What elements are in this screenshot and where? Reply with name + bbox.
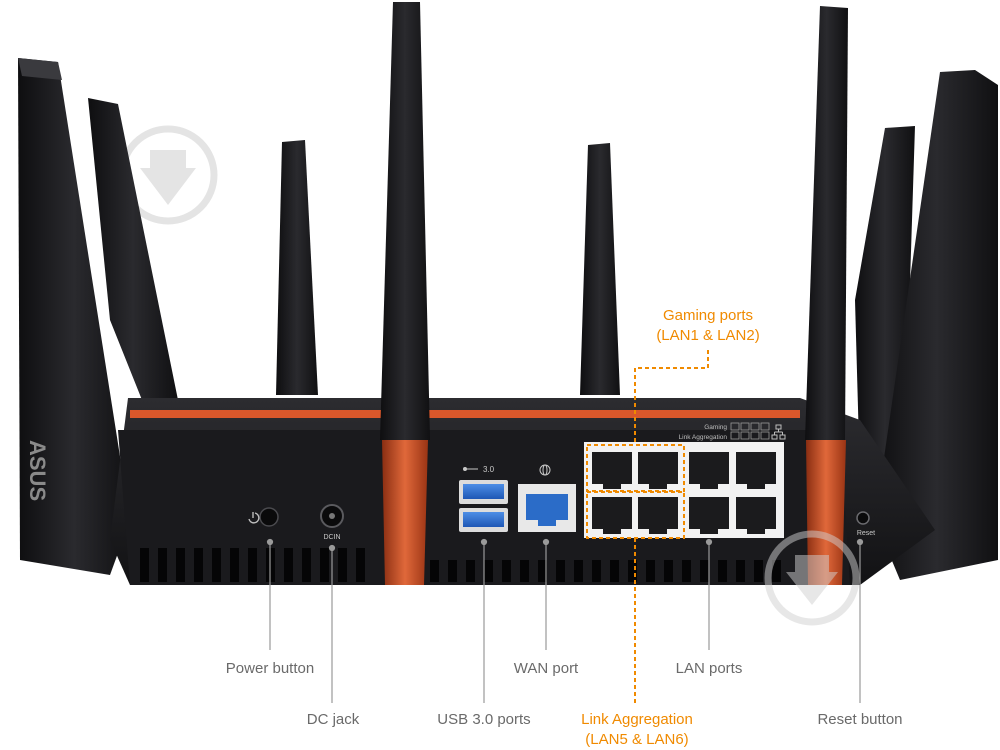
gaming-ports-highlight (586, 444, 685, 492)
antenna-left-inner (88, 98, 178, 420)
copper-stripe (130, 410, 800, 418)
dc-jack-label: DC jack (306, 711, 360, 728)
wan-port[interactable] (518, 484, 576, 532)
accent-leader-lines (634, 350, 709, 705)
link-aggregation-label-line2: (LAN5 & LAN6) (585, 731, 689, 748)
dc-jack[interactable] (320, 504, 344, 528)
antenna-center-left (380, 2, 430, 440)
lan-port-7[interactable] (689, 497, 729, 534)
link-aggregation-label: Link Aggregation (LAN5 & LAN6) (581, 710, 693, 750)
asus-logo: ASUS (25, 440, 50, 501)
link-aggregation-marking: Link Aggregation (679, 434, 728, 441)
dc-marking: DCIN (323, 534, 340, 541)
gaming-ports-label-line1: Gaming ports (662, 307, 754, 324)
gaming-marking: Gaming (704, 424, 727, 431)
power-button-label: Power button (225, 660, 315, 677)
usb-ports-label: USB 3.0 ports (437, 711, 531, 728)
reset-button-label: Reset button (817, 711, 903, 728)
wan-port-label: WAN port (513, 660, 579, 677)
lan-port-1[interactable] (592, 452, 632, 489)
usb-port-1[interactable] (459, 480, 508, 504)
lan-port-3[interactable] (689, 452, 729, 489)
lan-port-5[interactable] (592, 497, 632, 534)
globe-icon (539, 464, 551, 476)
usb-icon (463, 467, 478, 471)
lan-ports-label: LAN ports (675, 660, 743, 677)
leader-lines (266, 538, 864, 703)
power-icon (248, 512, 260, 524)
antenna-center-right (805, 6, 848, 440)
gaming-ports-label: Gaming ports (LAN1 & LAN2) (656, 306, 759, 346)
usb-marking: 3.0 (483, 465, 495, 474)
gaming-ports-label-line2: (LAN1 & LAN2) (656, 327, 760, 344)
antenna-right-outer (875, 70, 998, 580)
link-aggregation-label-line1: Link Aggregation (581, 711, 693, 728)
power-button[interactable] (259, 507, 279, 527)
lan-port-4[interactable] (736, 452, 776, 489)
antenna-center-left-copper (382, 440, 428, 585)
antenna-center-right-copper (806, 440, 846, 585)
antenna-left-thin (276, 140, 318, 395)
lan-port-6[interactable] (638, 497, 678, 534)
port-group-icons (730, 422, 770, 440)
antenna-right-thin (580, 143, 620, 395)
lan-port-2[interactable] (638, 452, 678, 489)
watermark-logo-right (764, 530, 860, 626)
usb-port-2[interactable] (459, 508, 508, 532)
reset-marking: Reset (857, 530, 875, 537)
reset-button[interactable] (856, 511, 870, 525)
vent-grille (140, 548, 781, 582)
lan-port-8[interactable] (736, 497, 776, 534)
network-icon (771, 424, 786, 440)
antenna-left-outer (18, 58, 130, 575)
